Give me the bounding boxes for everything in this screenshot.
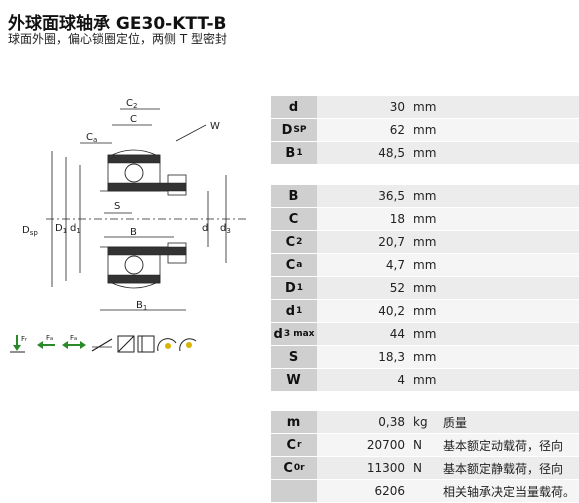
spec-unit: mm xyxy=(409,119,439,141)
spec-row-d: d 30 mm xyxy=(271,96,579,118)
misalignment-icon xyxy=(91,338,113,352)
spec-unit: mm xyxy=(409,277,439,299)
spec-value: 18,3 xyxy=(317,346,409,368)
label-dsp: Dsp xyxy=(22,225,38,237)
spec-value: 40,2 xyxy=(317,300,409,322)
bearing-section-drawing: C2 C Ca W Dsp D1 d1 S B d d3 B1 xyxy=(8,95,266,327)
spec-value: 20,7 xyxy=(317,231,409,253)
spec-unit: mm xyxy=(409,254,439,276)
spec-unit: mm xyxy=(409,208,439,230)
spec-desc xyxy=(439,231,579,253)
spec-desc xyxy=(439,208,579,230)
spec-unit: mm xyxy=(409,346,439,368)
spec-value: 48,5 xyxy=(317,142,409,164)
label-d: d xyxy=(202,223,208,234)
svg-text:Fa: Fa xyxy=(70,334,77,342)
spec-desc xyxy=(439,323,579,345)
axial-displacement-icon xyxy=(137,335,155,353)
label-b1: B1 xyxy=(136,300,147,312)
label-w: W xyxy=(210,121,220,132)
bidirectional-axial-icon: Fa xyxy=(62,334,86,349)
label-c: C xyxy=(130,114,137,125)
label-d1: d1 xyxy=(70,223,81,235)
spec-desc: 基本额定动载荷，径向 xyxy=(439,434,579,456)
spec-value: 36,5 xyxy=(317,185,409,207)
label-D1: D1 xyxy=(55,223,67,235)
spec-unit: mm xyxy=(409,369,439,391)
spec-row-w: W 4 mm xyxy=(271,369,579,391)
spec-desc: 基本额定静载荷，径向 xyxy=(439,457,579,479)
spec-desc xyxy=(439,277,579,299)
spec-value: 30 xyxy=(317,96,409,118)
axial-load-icon: Fa xyxy=(37,334,55,349)
spec-value: 6206 xyxy=(317,480,409,502)
spec-desc xyxy=(439,346,579,368)
spec-unit: mm xyxy=(409,231,439,253)
spec-desc xyxy=(439,254,579,276)
label-c2: C2 xyxy=(126,98,137,110)
spec-desc: 相关轴承决定当量载荷。 xyxy=(439,480,579,502)
spec-value: 18 xyxy=(317,208,409,230)
svg-text:Fa: Fa xyxy=(46,334,53,342)
spec-desc xyxy=(439,119,579,141)
sealed-icon xyxy=(179,338,197,352)
label-d3: d3 xyxy=(220,223,231,235)
spec-row-related-bearing: 6206 相关轴承决定当量载荷。 xyxy=(271,480,579,502)
spec-value: 11300 xyxy=(317,457,409,479)
spec-value: 20700 xyxy=(317,434,409,456)
radial-load-icon: Fr xyxy=(10,335,28,353)
spec-row-b: B 36,5 mm xyxy=(271,185,579,207)
spec-desc: 质量 xyxy=(439,411,579,433)
label-s: S xyxy=(114,201,120,212)
spec-desc xyxy=(439,369,579,391)
angle-adjust-icon xyxy=(117,335,135,353)
spec-value: 44 xyxy=(317,323,409,345)
spec-unit: mm xyxy=(409,300,439,322)
speed-rating-icon xyxy=(157,338,177,352)
spec-row-c: C 18 mm xyxy=(271,208,579,230)
spec-unit: N xyxy=(409,434,439,456)
page-subtitle: 球面外圈，偏心锁圈定位，两侧 T 型密封 xyxy=(8,32,227,46)
spec-unit: mm xyxy=(409,185,439,207)
load-icons-row: Fr Fa Fa xyxy=(10,334,197,353)
svg-text:Fr: Fr xyxy=(21,335,28,343)
spec-row-m: m 0,38 kg 质量 xyxy=(271,411,579,433)
page-title: 外球面球轴承 GE30-KTT-B xyxy=(8,14,227,34)
label-ca: Ca xyxy=(86,132,97,144)
spec-unit xyxy=(409,480,439,502)
label-b: B xyxy=(130,227,137,238)
spec-desc xyxy=(439,142,579,164)
spec-value: 4,7 xyxy=(317,254,409,276)
spec-row-s: S 18,3 mm xyxy=(271,346,579,368)
spec-value: 52 xyxy=(317,277,409,299)
spec-desc xyxy=(439,96,579,118)
spec-value: 4 xyxy=(317,369,409,391)
spec-unit: mm xyxy=(409,96,439,118)
spec-unit: N xyxy=(409,457,439,479)
spec-desc xyxy=(439,185,579,207)
spec-value: 0,38 xyxy=(317,411,409,433)
spec-unit: kg xyxy=(409,411,439,433)
spec-desc xyxy=(439,300,579,322)
spec-unit: mm xyxy=(409,323,439,345)
spec-value: 62 xyxy=(317,119,409,141)
spec-unit: mm xyxy=(409,142,439,164)
